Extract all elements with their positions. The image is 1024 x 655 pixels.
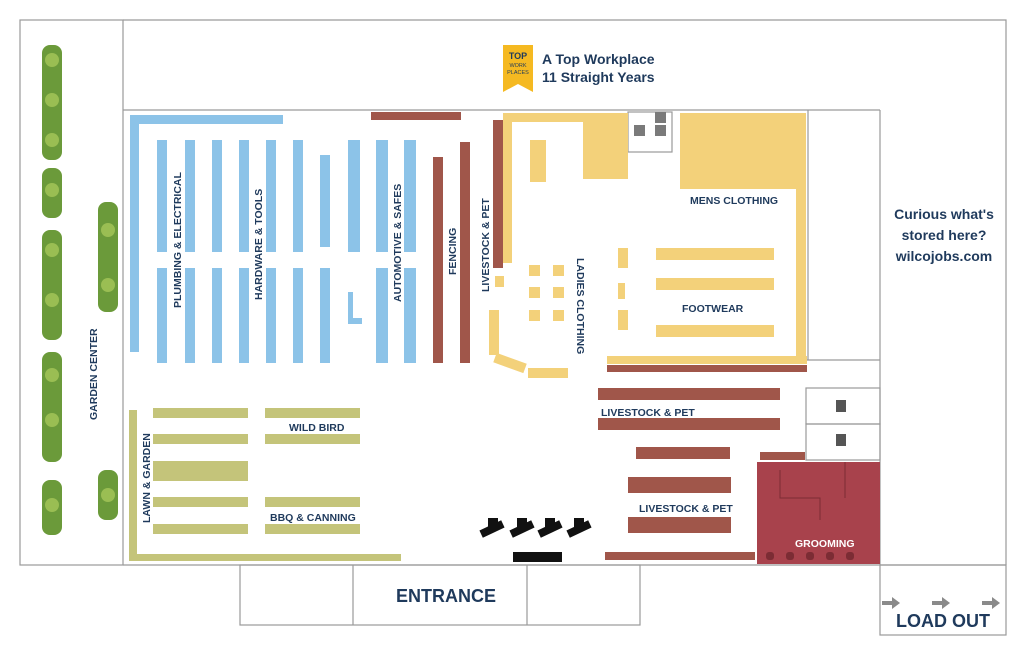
dept-automotive-safes: AUTOMOTIVE & SAFES xyxy=(392,184,404,302)
arrow-right-icon xyxy=(882,597,1000,609)
dept-hardware-tools: HARDWARE & TOOLS xyxy=(253,189,265,300)
dept-plumbing-electrical: PLUMBING & ELECTRICAL xyxy=(172,172,184,308)
fencing-shelving xyxy=(371,112,807,560)
store-walls xyxy=(123,19,1007,636)
svg-text:PLACES: PLACES xyxy=(507,70,529,76)
dept-wild-bird: WILD BIRD xyxy=(289,422,345,434)
dept-ladies-clothing: LADIES CLOTHING xyxy=(574,258,586,354)
clothing-fixtures xyxy=(489,113,807,378)
load-out-label: LOAD OUT xyxy=(896,611,990,631)
promo-link[interactable]: wilcojobs.com xyxy=(895,248,992,264)
dept-livestock-pet-3: LIVESTOCK & PET xyxy=(639,503,733,515)
grooming-area xyxy=(757,462,880,564)
dept-mens-clothing: MENS CLOTHING xyxy=(690,195,778,207)
dept-bbq-canning: BBQ & CANNING xyxy=(270,512,356,524)
entrance-label: ENTRANCE xyxy=(396,586,496,606)
garden-center-area: GARDEN CENTER xyxy=(19,19,124,566)
restroom-icon xyxy=(634,112,846,446)
top-workplaces-ribbon-icon: TOP WORK PLACES xyxy=(503,45,533,92)
dept-livestock-pet-2: LIVESTOCK & PET xyxy=(601,407,695,419)
dept-garden-center: GARDEN CENTER xyxy=(88,328,100,420)
promo-line-1: Curious what's xyxy=(894,206,994,222)
badge-line-1: A Top Workplace xyxy=(542,51,655,67)
svg-text:TOP: TOP xyxy=(509,51,527,61)
hardware-shelving xyxy=(130,115,416,363)
dept-grooming: GROOMING xyxy=(795,538,855,550)
dept-fencing: FENCING xyxy=(447,228,459,275)
svg-text:WORK: WORK xyxy=(509,63,526,69)
dept-lawn-garden: LAWN & GARDEN xyxy=(141,433,153,523)
dept-livestock-pet-1: LIVESTOCK & PET xyxy=(480,198,492,292)
promo-line-2: stored here? xyxy=(902,227,987,243)
dept-footwear: FOOTWEAR xyxy=(682,303,744,315)
lawn-garden-shelving xyxy=(129,408,401,561)
checkout-registers xyxy=(479,518,592,562)
badge-line-2: 11 Straight Years xyxy=(542,69,655,85)
